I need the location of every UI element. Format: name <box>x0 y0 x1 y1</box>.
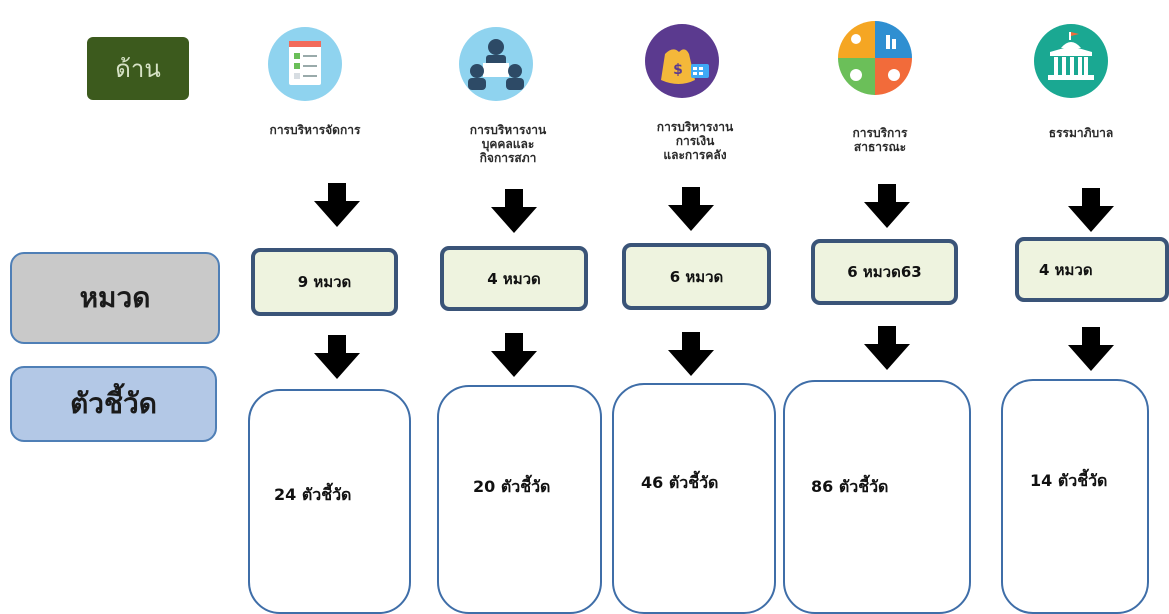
arrow-down-icon <box>314 183 360 227</box>
money-bag-icon: $ <box>645 24 719 98</box>
people-meeting-icon <box>459 27 533 101</box>
checklist-icon <box>268 27 342 101</box>
arrow-down-icon <box>1068 188 1114 232</box>
dimension-title: การบริหารงาน การเงิน และการคลัง <box>656 120 734 162</box>
indicator-box: 20 ตัวชี้วัด <box>437 385 602 614</box>
arrow-down-icon <box>1068 327 1114 371</box>
indicator-count: 46 ตัวชี้วัด <box>641 473 719 492</box>
government-building-icon <box>1034 24 1108 98</box>
svg-text:$: $ <box>673 62 683 78</box>
dimension-title: ธรรมาภิบาล <box>1048 126 1114 140</box>
indicator-count: 24 ตัวชี้วัด <box>274 485 352 504</box>
indicator-box: 24 ตัวชี้วัด <box>248 389 411 614</box>
arrow-down-icon <box>314 335 360 379</box>
dimension-title: การบริการ สาธารณะ <box>852 126 908 154</box>
category-box: 4 หมวด <box>440 246 588 311</box>
dimension-title: การบริหารจัดการ <box>269 123 361 137</box>
diagram-page: { "row_labels": { "dimension": "ด้าน", "… <box>10 21 1169 614</box>
category-box: 4 หมวด <box>1015 237 1169 302</box>
indicator-count: 14 ตัวชี้วัด <box>1030 471 1108 490</box>
category-box: 6 หมวด63 <box>811 239 958 305</box>
arrow-down-icon <box>668 332 714 376</box>
arrow-down-icon <box>668 187 714 231</box>
indicator-box: 86 ตัวชี้วัด <box>783 380 971 614</box>
indicator-count: 20 ตัวชี้วัด <box>473 477 551 496</box>
dimension-title: การบริหารงาน บุคคลและ กิจการสภา <box>469 123 547 165</box>
arrow-down-icon <box>864 326 910 370</box>
arrow-down-icon <box>491 333 537 377</box>
arrow-down-icon <box>864 184 910 228</box>
indicator-row-label: ตัวชี้วัด <box>10 366 217 442</box>
category-box: 9 หมวด <box>251 248 398 316</box>
indicator-box: 46 ตัวชี้วัด <box>612 383 776 614</box>
category-box: 6 หมวด <box>622 243 771 310</box>
indicator-count: 86 ตัวชี้วัด <box>811 477 889 496</box>
dimension-row-label: ด้าน <box>87 37 189 100</box>
public-service-icon <box>838 21 912 95</box>
category-row-label: หมวด <box>10 252 220 344</box>
arrow-down-icon <box>491 189 537 233</box>
indicator-box: 14 ตัวชี้วัด <box>1001 379 1149 614</box>
